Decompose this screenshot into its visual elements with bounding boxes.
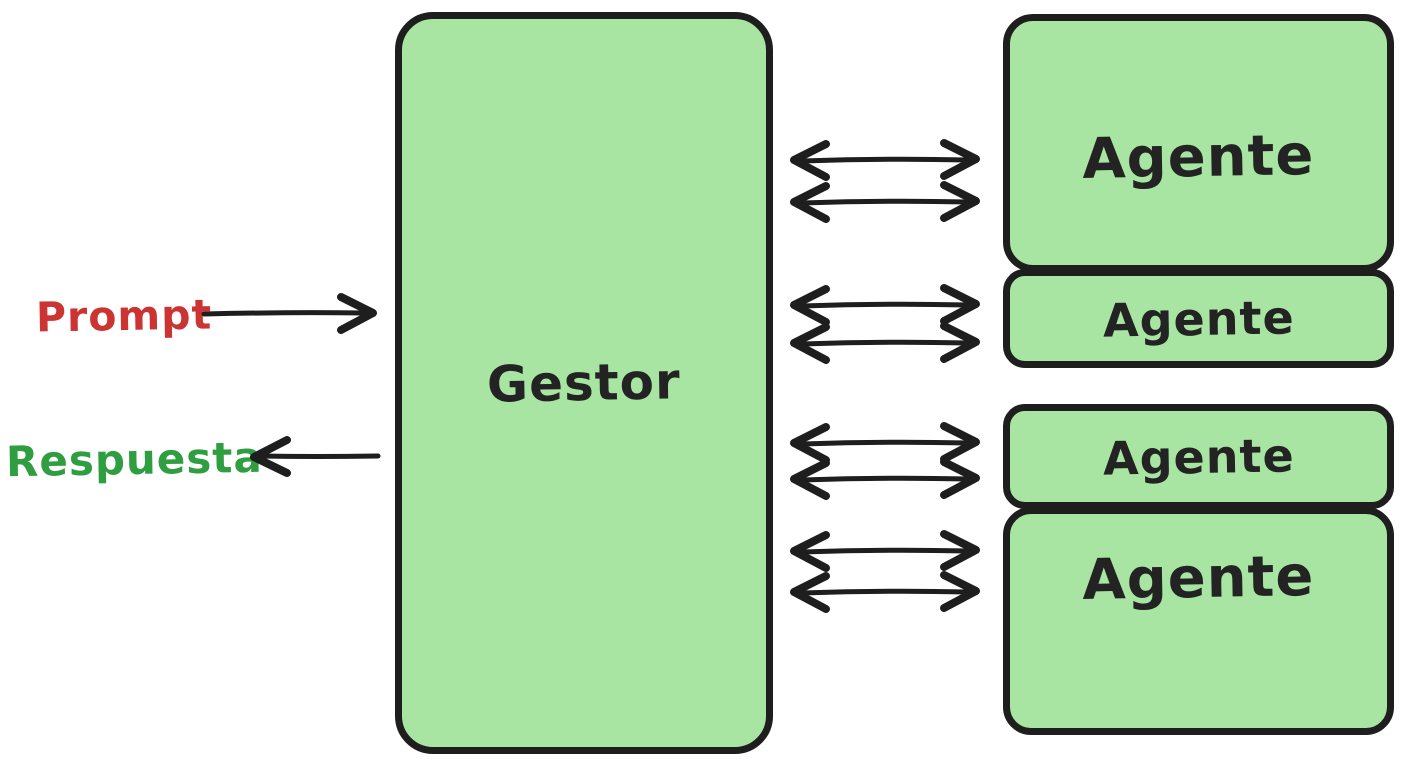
gestor-agente1-arrow-a (790, 139, 980, 181)
gestor-agente4-arrow-b (790, 571, 980, 613)
gestor-agente3-arrow-b (790, 458, 980, 500)
agente-box-1: Agente (1003, 14, 1394, 272)
gestor-agente2-arrow-b (790, 322, 980, 364)
gestor-agente2-arrow-a (790, 284, 980, 326)
respuesta-arrow-icon (250, 436, 381, 477)
agente-label-4: Agente (1082, 543, 1316, 614)
prompt-label: Prompt (35, 290, 213, 342)
gestor-agente3-arrow-a (790, 422, 980, 464)
agente-label-1: Agente (1082, 122, 1316, 192)
agente-label-3: Agente (1102, 427, 1295, 486)
respuesta-label: Respuesta (5, 432, 264, 487)
gestor-agente1-arrow-b (790, 181, 980, 223)
gestor-box: Gestor (395, 12, 773, 754)
agente-box-2: Agente (1003, 269, 1394, 368)
prompt-arrow-icon (201, 293, 377, 334)
agente-box-4: Agente (1003, 507, 1394, 735)
agente-box-3: Agente (1003, 404, 1394, 509)
agente-label-2: Agente (1102, 289, 1295, 348)
gestor-agente4-arrow-a (790, 530, 980, 572)
gestor-label: Gestor (486, 352, 682, 414)
